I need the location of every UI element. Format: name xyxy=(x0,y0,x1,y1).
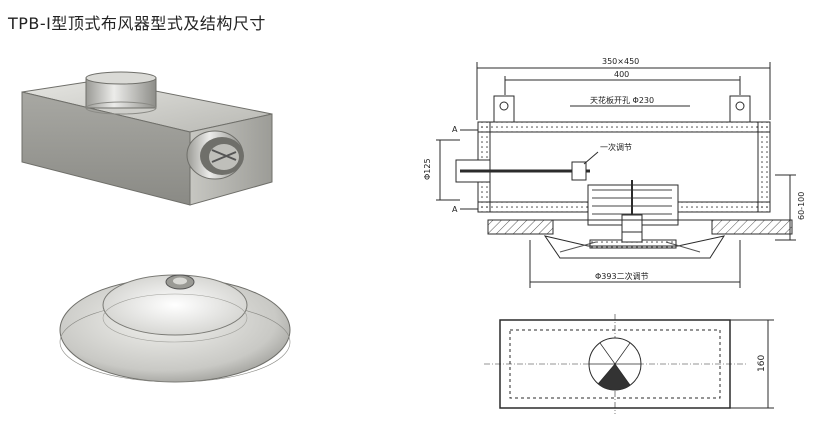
dim-height-label: 60-100 xyxy=(797,192,806,220)
ceiling-slab-left xyxy=(487,219,554,235)
dim-secondary-label: Φ393二次调节 xyxy=(595,271,649,281)
hanger-left xyxy=(493,95,515,123)
dim-ceiling-hole-label: 天花板开孔 Φ230 xyxy=(590,95,654,105)
section-mark-a-top: A xyxy=(452,125,458,134)
primary-adjust-label: 一次调节 xyxy=(600,142,632,152)
hanger-right xyxy=(729,95,751,123)
section-mark-a-bottom: A xyxy=(452,205,458,214)
dim-diameter-label: Φ125 xyxy=(423,158,432,180)
dim-inner-label: 400 xyxy=(614,70,629,79)
product-photo-disc xyxy=(59,274,291,383)
ceiling-slab-right xyxy=(711,219,793,235)
page-title: TPB-Ⅰ型顶式布风器型式及结构尺寸 xyxy=(8,14,266,33)
box-wall-right xyxy=(757,121,771,213)
box-wall-top xyxy=(477,121,771,133)
dim-overall-label: 350×450 xyxy=(602,57,639,66)
dim-plan-height-label: 160 xyxy=(757,355,767,372)
plan-diffuser-sector-dark xyxy=(598,364,630,391)
top-collar-rim xyxy=(85,71,157,85)
